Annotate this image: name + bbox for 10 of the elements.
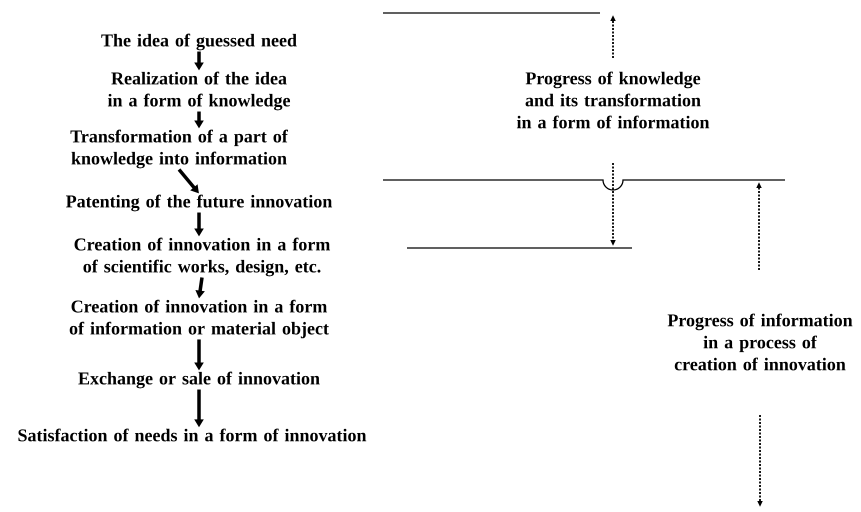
step-text: Patenting of the future innovation — [66, 194, 332, 212]
step-text: Satisfaction of needs in a form of innovation — [18, 428, 366, 442]
step-text: Creation of innovation in a form of scientific works, design, etc. — [74, 238, 330, 276]
dimension-label: Progress of information in a process of creation of innovation — [668, 314, 852, 370]
step-text: Exchange or sale of innovation — [78, 372, 320, 388]
step-text: Realization of the idea in a form of knowledge — [108, 72, 290, 110]
step-text: Creation of innovation in a form of information or material object — [70, 300, 329, 338]
step-text: Transformation of a part of knowledge into information — [70, 130, 288, 168]
step-text: The idea of guessed need — [101, 34, 297, 50]
dimension-label: Progress of knowledge and its transformation in a form of information — [516, 72, 710, 128]
